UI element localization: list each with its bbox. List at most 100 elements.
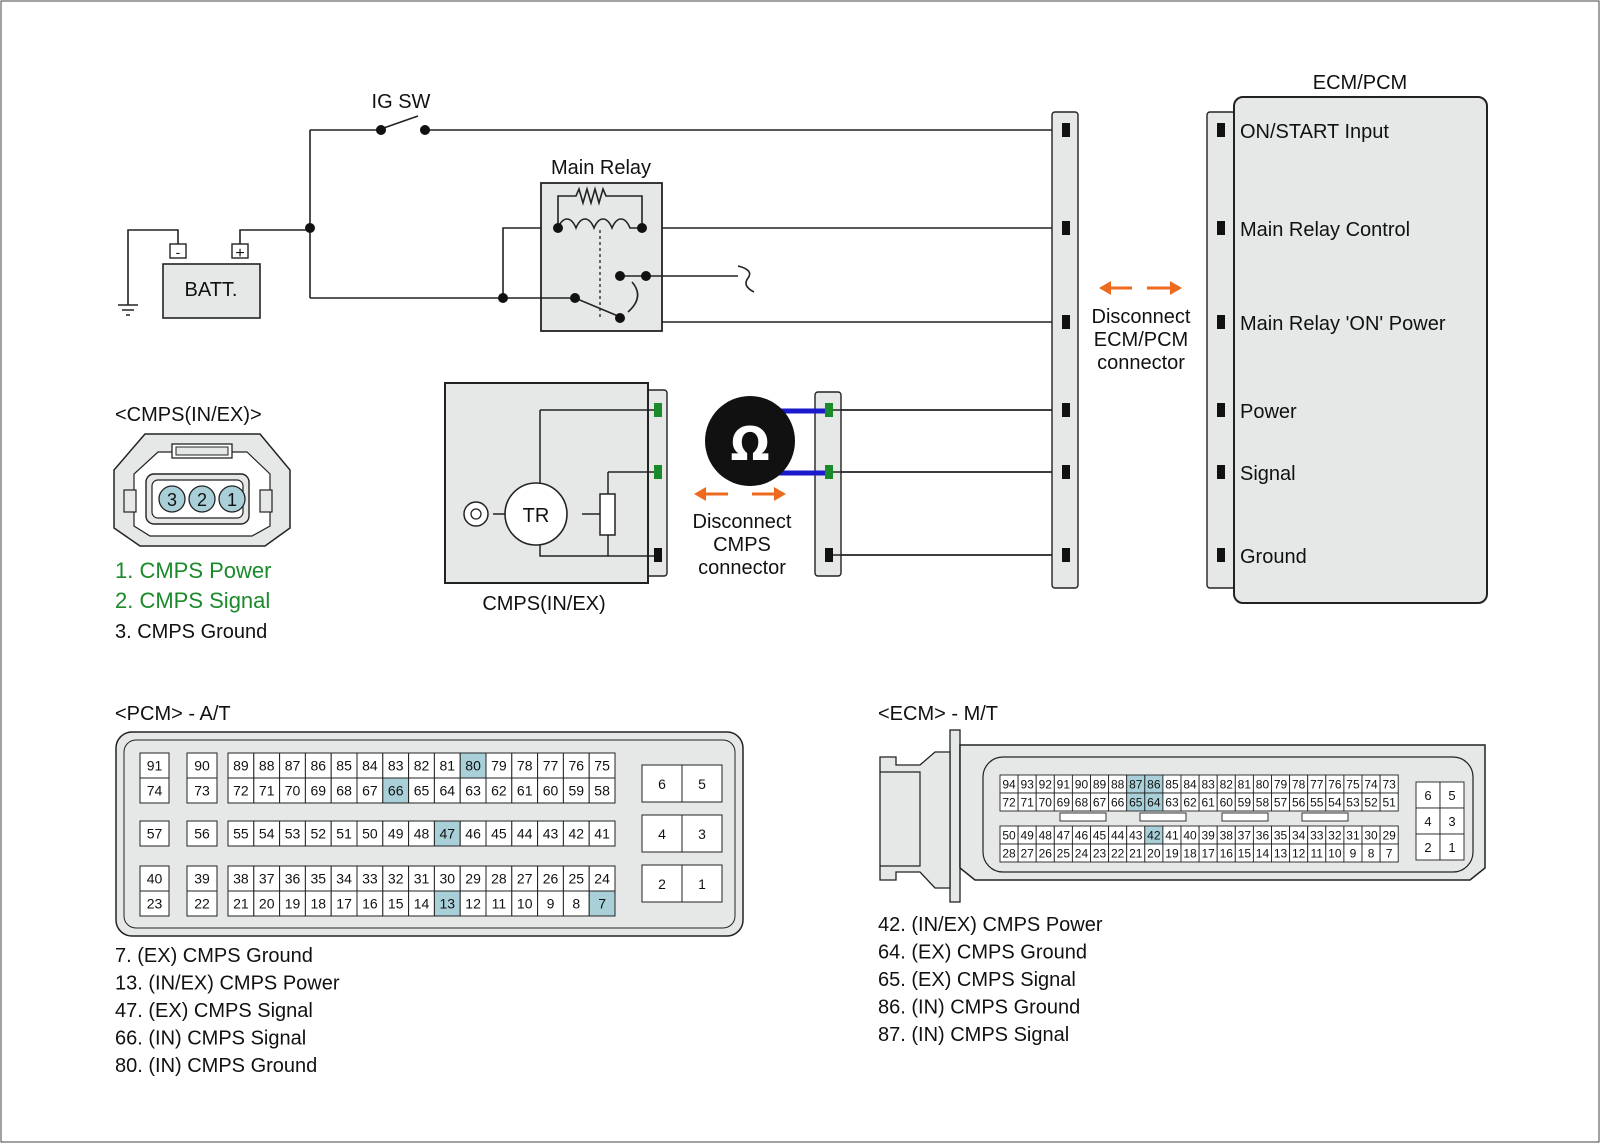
- pcm-pin-number: 81: [440, 758, 456, 774]
- ground-symbol: [118, 304, 138, 316]
- pcm-pin-number: 71: [259, 783, 275, 799]
- pcm-pin-number: 46: [465, 826, 481, 842]
- pcm-pin-cell: [511, 777, 539, 804]
- pcm-pin-cell: [139, 890, 170, 917]
- pcm-legend-item: 13. (IN/EX) CMPS Power: [115, 973, 340, 995]
- ecm-legend-item: 64. (EX) CMPS Ground: [878, 942, 1087, 964]
- ig-sw-label: IG SW: [372, 91, 431, 113]
- ecm-pin-number: 64: [1147, 796, 1161, 810]
- pcm-pin-number: 61: [517, 783, 533, 799]
- pcm-pin-number: 77: [543, 758, 559, 774]
- pcm-pin-cell: [408, 752, 435, 779]
- cmps-legend-item: 2. CMPS Signal: [115, 588, 270, 613]
- pcm-pin-cell: [382, 865, 410, 892]
- ecm-pin-number: 74: [1364, 778, 1378, 792]
- pcm-pin-number: 17: [336, 896, 352, 912]
- cmps-pin-power: [654, 403, 662, 417]
- ecm-pin-number: 9: [1350, 847, 1357, 861]
- disconnect-cmps-text: Disconnect CMPS connector: [693, 511, 792, 579]
- svg-text:connector: connector: [1097, 352, 1185, 374]
- pcm-pin-number: 64: [440, 783, 456, 799]
- ecm-pin-number: 69: [1057, 796, 1071, 810]
- ecm-pin-number: 60: [1220, 796, 1234, 810]
- disconnect-ecm-text: Disconnect ECM/PCM connector: [1092, 306, 1191, 374]
- ecm-pin-label: Main Relay 'ON' Power: [1240, 313, 1446, 335]
- ecm-pin-number: 90: [1075, 778, 1089, 792]
- pcm-pin-number: 42: [569, 826, 585, 842]
- pcm-pin-cell: [186, 820, 218, 847]
- ecm-pin-number: 88: [1111, 778, 1125, 792]
- ecm-pin-number: 35: [1274, 829, 1288, 843]
- pcm-pin-cell: [641, 814, 683, 853]
- pcm-pin-number: 43: [543, 826, 559, 842]
- pcm-pin-cell: [279, 777, 306, 804]
- ecm-pin-cell: [1439, 807, 1465, 835]
- ecm-pin-cell: [1379, 792, 1399, 812]
- harness-pin-ground: [825, 548, 833, 562]
- harness-pin-signal: [825, 465, 833, 479]
- pcm-pin-cell: [279, 865, 306, 892]
- ecm-pin-number: 54: [1328, 796, 1342, 810]
- pcm-pin-number: 14: [414, 896, 430, 912]
- ecm-title: ECM/PCM: [1313, 72, 1407, 94]
- ecm-connector-title: <ECM> - M/T: [878, 703, 998, 725]
- ecm-pin-number: 22: [1111, 847, 1125, 861]
- sensor-target-inner: [470, 508, 482, 520]
- pcm-legend-item: 80. (IN) CMPS Ground: [115, 1055, 317, 1077]
- pcm-pin-number: 89: [233, 758, 249, 774]
- pcm-pin-cell: [227, 865, 255, 892]
- ecm-pin-number: 48: [1039, 829, 1053, 843]
- ecm-pin-marker: [1217, 221, 1225, 235]
- pcm-pin-number: 34: [336, 871, 352, 887]
- pcm-pin-cell: [279, 820, 306, 847]
- ecm-pin-number: 92: [1039, 778, 1053, 792]
- cmps-sensor-body: [444, 382, 649, 584]
- pcm-pin-number: 90: [194, 758, 210, 774]
- pcm-pin-cell: [485, 820, 513, 847]
- ecm-pin-number: 28: [1002, 847, 1016, 861]
- ecm-pin-number: 67: [1093, 796, 1107, 810]
- ecm-pin-number: 38: [1220, 829, 1234, 843]
- pcm-pin-cell: [330, 890, 358, 917]
- pcm-pin-number: 65: [414, 783, 430, 799]
- ohm-meter-icon[interactable]: [705, 396, 795, 486]
- cmps-pin-number: 1: [227, 490, 237, 510]
- ground-wire: [127, 229, 179, 305]
- ecm-pin-number: 65: [1129, 796, 1143, 810]
- pcm-pin-number: 11: [492, 896, 507, 912]
- pcm-pin-cell: [382, 777, 410, 804]
- pcm-pin-number: 19: [285, 896, 301, 912]
- ecm-pin-number: 83: [1201, 778, 1215, 792]
- ecm-pin-number: 59: [1238, 796, 1252, 810]
- ecm-pin-number: 32: [1328, 829, 1342, 843]
- pcm-pin-number: 22: [194, 896, 210, 912]
- pcm-pin-number: 68: [336, 783, 352, 799]
- disconnect-cmps-arrows: [694, 487, 786, 501]
- pcm-pin-number: 13: [440, 896, 456, 912]
- ohmmeter[interactable]: Ω: [705, 396, 825, 486]
- ecm-pin-number: 58: [1256, 796, 1270, 810]
- ecm-pin-number: 77: [1310, 778, 1324, 792]
- pcm-pin-cell: [485, 890, 513, 917]
- ecm-pin-number: 86: [1147, 778, 1161, 792]
- pcm-pin-number: 3: [698, 826, 706, 842]
- ecm-pin-number: 94: [1002, 778, 1016, 792]
- ecm-pin-number: 10: [1328, 847, 1342, 861]
- pcm-pin-cell: [537, 820, 564, 847]
- pcm-pin-number: 75: [594, 758, 610, 774]
- ecm-pin-marker: [1217, 548, 1225, 562]
- pcm-pin-number: 29: [465, 871, 481, 887]
- ecm-pin-marker: [1217, 465, 1225, 479]
- pcm-pin-cell: [408, 777, 435, 804]
- pcm-legend-item: 47. (EX) CMPS Signal: [115, 1000, 313, 1022]
- ecm-pin-number: 61: [1201, 796, 1215, 810]
- harness-wires: [833, 409, 1063, 556]
- ecm-pin-label: Signal: [1240, 463, 1296, 485]
- ecm-pin-number: 45: [1093, 829, 1107, 843]
- pcm-pin-cell: [227, 820, 255, 847]
- relay-dots: [553, 223, 651, 323]
- pcm-pin-number: 54: [259, 826, 275, 842]
- ecm-pin-number: 73: [1382, 778, 1396, 792]
